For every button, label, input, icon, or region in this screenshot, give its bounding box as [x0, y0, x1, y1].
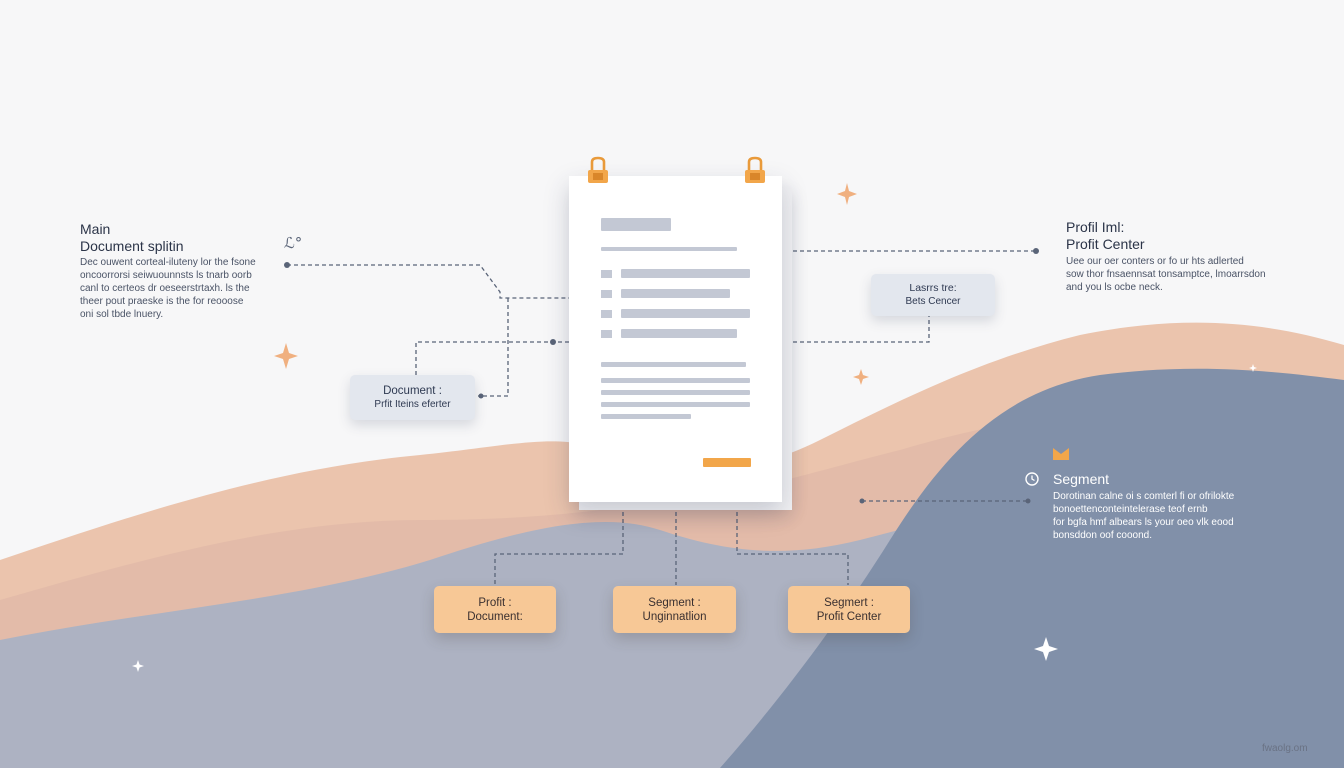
chip-segment-profit-center-line1: Segmert : — [824, 596, 874, 609]
segment-note-body: Dorotinan calne oi s comterl fi or ofril… — [1053, 491, 1235, 541]
chip-profit-document: Profit : Document: — [434, 586, 556, 633]
sparkle-icon — [1034, 637, 1058, 661]
watermark: fwaolg.om — [1262, 743, 1308, 754]
doc-line — [601, 390, 750, 395]
doc-bullet — [601, 330, 612, 338]
sparkle-icon — [853, 369, 869, 385]
doc-line — [601, 378, 750, 383]
doc-line — [621, 309, 750, 318]
connector-dot — [1025, 498, 1031, 504]
left-note-body: Dec ouwent corteal-iluteny lor the fsone… — [80, 257, 256, 320]
person-sketch-icon: ℒ° — [284, 234, 303, 252]
chip-document-line2: Prfit Iteins eferter — [374, 398, 451, 410]
connector-dot — [478, 393, 484, 399]
connector-dot — [1033, 248, 1039, 254]
chip-segment-profit-center-line2: Profit Center — [816, 610, 882, 623]
doc-line — [601, 402, 750, 407]
doc-line — [621, 289, 730, 298]
sparkle-icon — [1249, 364, 1257, 372]
doc-bullet — [601, 310, 612, 318]
doc-bullet — [601, 290, 612, 298]
right-note-body: Uee our oer conters or fo ur hts adlerte… — [1066, 256, 1266, 293]
connector-dot — [284, 262, 290, 268]
doc-line — [601, 247, 737, 251]
connector-doc-chip — [478, 298, 509, 397]
connector-bottom-left — [494, 512, 624, 585]
chip-segment-unassigned: Segment : Unginnatlion — [613, 586, 736, 633]
left-note-title-line1: Main — [80, 221, 111, 237]
chip-segment-unassigned-line1: Segment : — [648, 596, 701, 609]
connector-dot — [550, 339, 556, 345]
connector-dot — [859, 498, 865, 504]
connector-left-note — [287, 264, 572, 299]
doc-accent-bar — [703, 458, 751, 467]
segment-note-title: Segment — [1053, 471, 1110, 487]
sparkle-icon — [132, 660, 144, 672]
chip-document-line1: Document : — [383, 384, 442, 397]
doc-line — [621, 269, 750, 278]
binder-clip-icon — [588, 156, 608, 183]
chip-profit-document-line1: Profit : — [478, 596, 512, 609]
sparkle-icon — [837, 183, 857, 205]
doc-line — [601, 362, 746, 367]
left-note-title-line2: Document splitin — [80, 238, 184, 254]
right-note-title-line2: Profit Center — [1066, 236, 1145, 252]
connector-mid-left — [415, 341, 572, 375]
connector-bottom-right — [736, 512, 849, 585]
clock-icon — [1025, 472, 1039, 486]
sparkle-icon — [274, 343, 298, 369]
chip-profit-center-top-line1: Lasrrs tre: — [909, 282, 957, 294]
slate-wave-dark — [720, 368, 1344, 768]
chip-segment-profit-center: Segmert : Profit Center — [788, 586, 910, 633]
chip-profit-document-line2: Document: — [467, 610, 523, 623]
binder-clip-icon — [745, 156, 765, 183]
chip-document: Document : Prfit Iteins eferter — [350, 375, 475, 420]
chip-segment-unassigned-line2: Unginnatlion — [642, 610, 707, 623]
doc-line — [601, 414, 691, 419]
flag-icon — [1053, 448, 1069, 460]
doc-bullet — [601, 270, 612, 278]
chip-profit-center-top: Lasrrs tre: Bets Cencer — [871, 274, 995, 316]
connector-right-chip — [786, 316, 930, 343]
document-icon — [569, 176, 782, 502]
right-note-title-line1: Profil Iml: — [1066, 219, 1125, 235]
doc-line — [621, 329, 737, 338]
chip-profit-center-top-line2: Bets Cencer — [905, 296, 961, 307]
doc-heading-bar — [601, 218, 671, 231]
